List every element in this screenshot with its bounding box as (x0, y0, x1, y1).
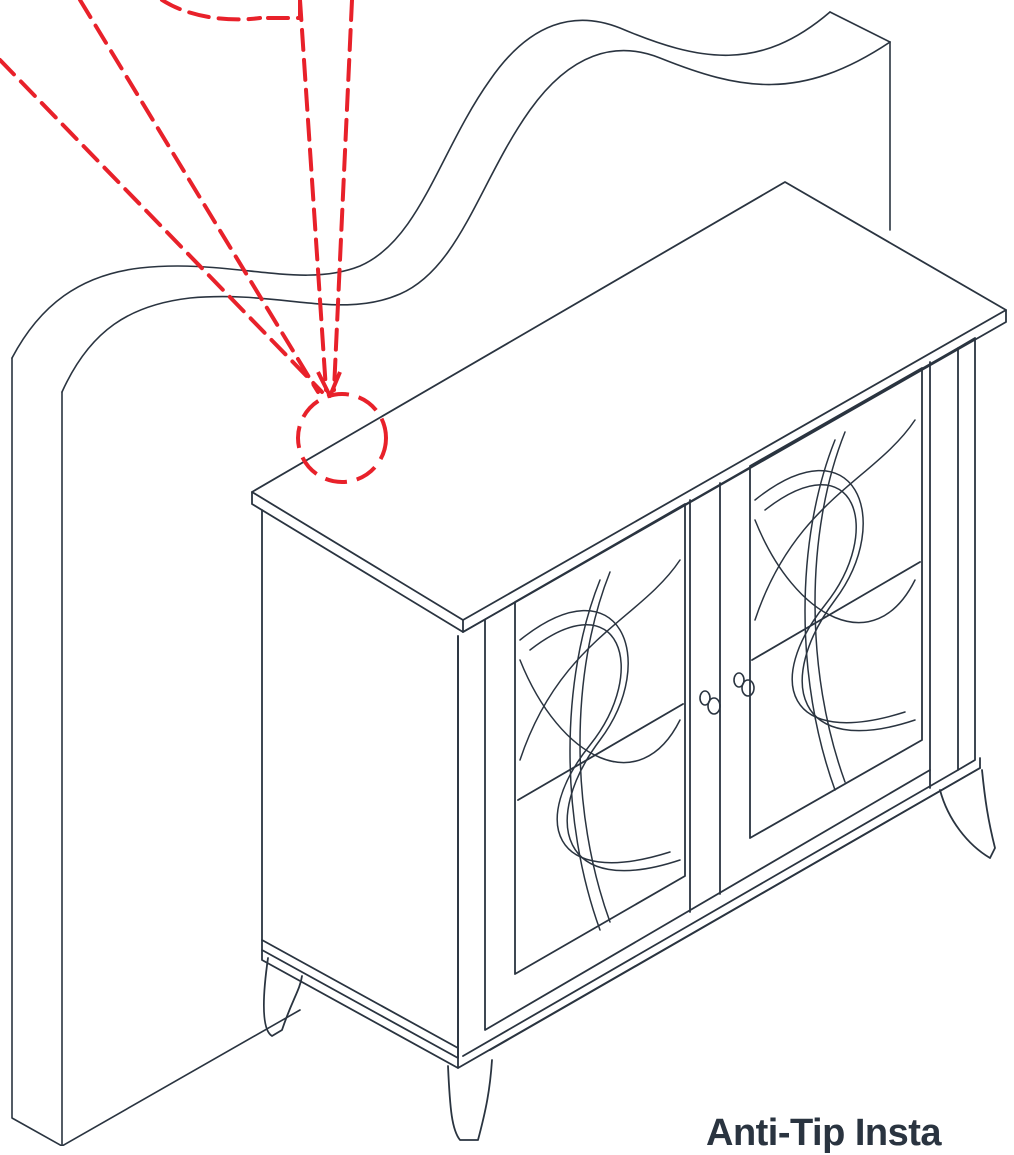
cabinet-icon (251, 181, 1007, 1141)
door-lattice-right (754, 419, 916, 791)
wall-icon (11, 11, 891, 1146)
door-lattice-left (519, 559, 681, 931)
caption-title: Anti-Tip Insta (706, 1112, 942, 1154)
anchor-point-icon (296, 392, 388, 484)
dashed-guide-icon (0, 0, 354, 394)
door-knob-icon (699, 672, 755, 715)
